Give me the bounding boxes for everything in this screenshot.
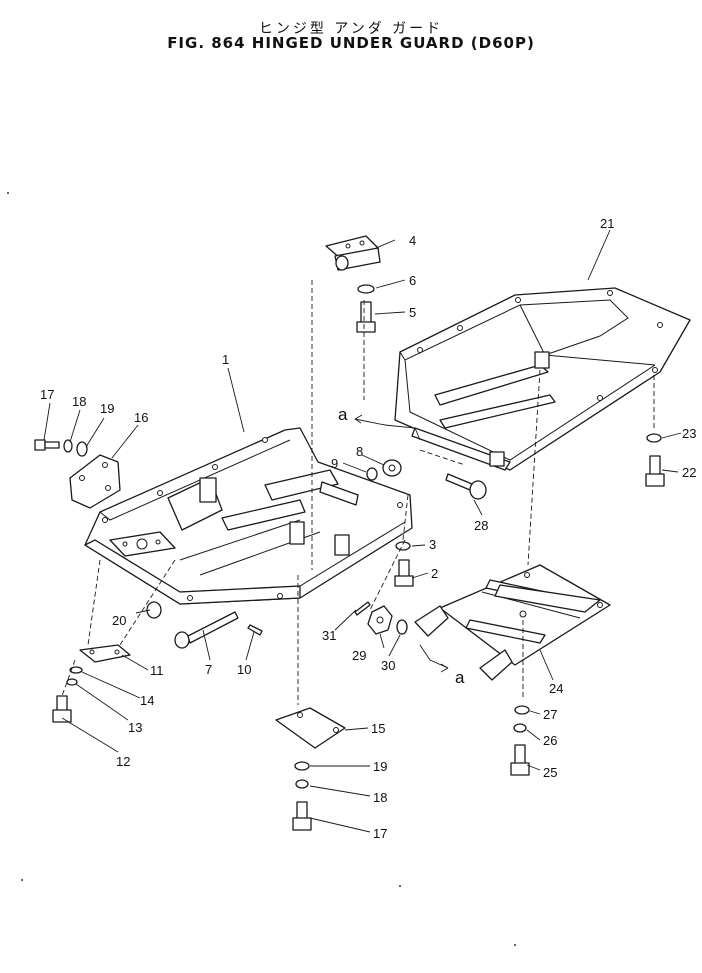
washer-26 (513, 723, 527, 733)
callout-3: 3 (429, 537, 436, 552)
figure-title-japanese: ヒンジ型 アンダ ガード (258, 21, 444, 37)
svg-text:a: a (455, 668, 465, 687)
callout-17-bottom: 17 (373, 826, 387, 841)
callout-13: 13 (128, 720, 142, 735)
callout-17-top: 17 (40, 387, 54, 402)
callout-18-top: 18 (72, 394, 86, 409)
callout-24: 24 (549, 681, 563, 696)
callout-1: 1 (222, 352, 229, 367)
callout-18-bottom: 18 (373, 790, 387, 805)
callout-16: 16 (134, 410, 148, 425)
view-marker-a-bottom: a (419, 644, 465, 687)
callout-26: 26 (543, 733, 557, 748)
callout-11: 11 (150, 663, 164, 678)
callout-22: 22 (682, 465, 696, 480)
part-16-cover (69, 454, 121, 509)
cover-15 (275, 707, 346, 749)
bolt-5 (356, 301, 376, 333)
bolt-7 (174, 611, 239, 649)
callout-7: 7 (205, 662, 212, 677)
pin-31 (354, 601, 371, 616)
callout-20: 20 (112, 613, 126, 628)
washer-30 (396, 619, 408, 635)
svg-text:a: a (338, 405, 348, 424)
callout-28: 28 (474, 518, 488, 533)
callout-2: 2 (431, 566, 438, 581)
callout-4: 4 (409, 233, 416, 248)
callout-10: 10 (237, 662, 251, 677)
callout-19-top: 19 (100, 401, 114, 416)
pin-10 (247, 624, 263, 636)
part-24-hinged-plate (414, 564, 611, 681)
callout-27: 27 (543, 707, 557, 722)
washer-3 (395, 541, 411, 551)
callout-31: 31 (322, 628, 336, 643)
callout-12: 12 (116, 754, 130, 769)
callout-21: 21 (600, 216, 614, 231)
bolt-17-bottom (292, 801, 312, 831)
view-marker-a-top: a (338, 405, 421, 441)
bolt-25 (510, 744, 530, 776)
callout-6: 6 (409, 273, 416, 288)
bolt-28 (445, 473, 487, 500)
callout-23: 23 (682, 426, 696, 441)
pin-14 (69, 666, 83, 674)
callout-14: 14 (140, 693, 154, 708)
nut-29 (367, 605, 393, 635)
callout-19-bottom: 19 (373, 759, 387, 774)
callout-15: 15 (371, 721, 385, 736)
bolt-22 (645, 455, 665, 487)
callout-30: 30 (381, 658, 395, 673)
figure-title: FIG. 864 HINGED UNDER GUARD (D60P) (167, 34, 535, 52)
washer-6 (357, 284, 375, 294)
callout-labels: 1 2 3 4 5 6 7 8 9 10 11 12 13 14 15 16 1… (40, 216, 696, 841)
washer-23 (646, 433, 662, 443)
callout-8: 8 (356, 444, 363, 459)
bolt-12 (52, 695, 72, 723)
callout-29: 29 (352, 648, 366, 663)
washer-18-bottom (295, 779, 309, 789)
part-21-rear-guard (394, 287, 691, 471)
bushing-20 (146, 601, 162, 619)
part-4-hinge (325, 235, 381, 271)
washer-27 (514, 705, 530, 715)
bolt-17-left (34, 439, 88, 457)
plate-11 (79, 644, 131, 663)
callout-5: 5 (409, 305, 416, 320)
pin-13 (66, 678, 78, 686)
bolt-2 (394, 559, 414, 587)
callout-25: 25 (543, 765, 557, 780)
washer-19-bottom (294, 761, 310, 771)
assembly-lines (61, 280, 655, 705)
part-1-front-guard (84, 427, 413, 605)
washer-9 (366, 467, 378, 481)
leader-lines (43, 229, 682, 833)
callout-9: 9 (331, 456, 338, 471)
